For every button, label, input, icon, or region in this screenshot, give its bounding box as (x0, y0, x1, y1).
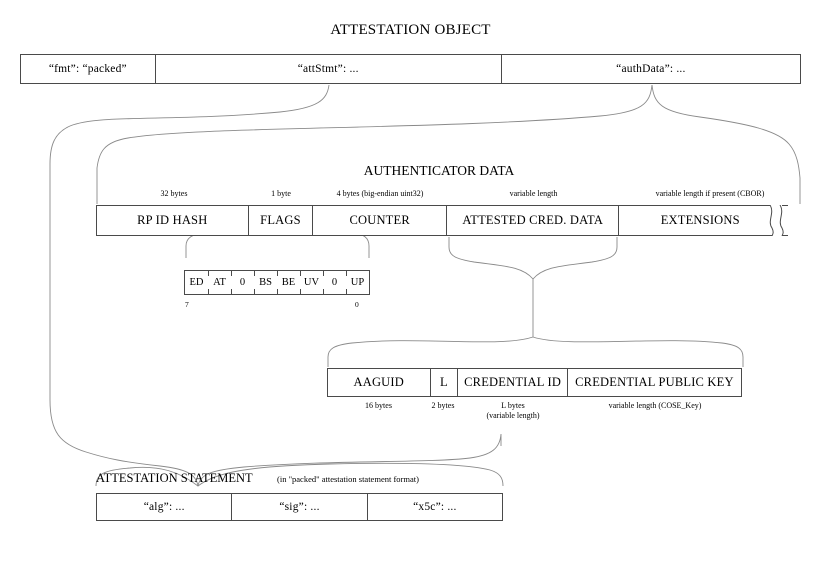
field-attested-cred-data-label: ATTESTED CRED. DATA (462, 213, 604, 227)
flag-bit-uv-label: UV (303, 277, 320, 288)
field-extensions[interactable]: EXTENSIONS (619, 206, 781, 235)
flags-byte-box: ED AT 0 BS BE UV 0 UP (184, 270, 370, 295)
field-attested-cred-data[interactable]: ATTESTED CRED. DATA (447, 206, 620, 235)
field-alg-label: “alg”: ... (143, 501, 185, 513)
attestation-statement-note: (in "packed" attestation statement forma… (277, 474, 419, 484)
field-authdata[interactable]: “authData”: ... (502, 55, 800, 83)
connector-acd-brace-top (448, 237, 618, 280)
field-authdata-label: “authData”: ... (616, 63, 686, 75)
flags-lsb-index: 0 (355, 300, 359, 309)
size-note-rpidhash: 32 bytes (160, 189, 188, 198)
field-rp-id-hash[interactable]: RP ID HASH (97, 206, 249, 235)
size-note-attested-cred-data: variable length (509, 189, 558, 198)
size-note-credential-id-line2: (variable length) (486, 411, 540, 420)
field-x5c[interactable]: “x5c”: ... (368, 494, 502, 520)
truncation-break-icon (766, 205, 788, 236)
field-credential-id[interactable]: CREDENTIAL ID (458, 369, 568, 396)
page-title: ATTESTATION OBJECT (330, 22, 491, 38)
field-sig[interactable]: “sig”: ... (232, 494, 368, 520)
field-alg[interactable]: “alg”: ... (97, 494, 233, 520)
flag-bit-be-label: BE (281, 277, 296, 288)
flag-bit-rfu1[interactable]: 0 (322, 271, 346, 294)
size-note-credential-id-length: 2 bytes (431, 401, 455, 410)
field-attstmt-label: “attStmt”: ... (297, 63, 359, 75)
attested-credential-data-row: AAGUID L CREDENTIAL ID CREDENTIAL PUBLIC… (327, 368, 742, 397)
authenticator-data-row: RP ID HASH FLAGS COUNTER ATTESTED CRED. … (96, 205, 782, 236)
flag-bit-up-label: UP (350, 277, 365, 288)
connector-authdata-right (651, 84, 801, 204)
size-note-flags: 1 byte (271, 189, 291, 198)
field-credential-id-length[interactable]: L (431, 369, 459, 396)
flag-bit-ed[interactable]: ED (185, 271, 208, 294)
flag-bit-uv[interactable]: UV (299, 271, 323, 294)
field-sig-label: “sig”: ... (279, 501, 320, 513)
flag-bit-up[interactable]: UP (345, 271, 369, 294)
size-note-credential-id: L bytes (variable length) (458, 401, 568, 421)
flag-bit-ed-label: ED (189, 277, 204, 288)
field-aaguid-label: AAGUID (353, 375, 404, 389)
field-credential-id-length-label: L (440, 375, 448, 389)
attestation-statement-row: “alg”: ... “sig”: ... “x5c”: ... (96, 493, 503, 521)
flag-bit-at-label: AT (213, 277, 226, 288)
connector-acd-brace-bottom (327, 336, 744, 367)
field-x5c-label: “x5c”: ... (413, 501, 457, 513)
flag-bit-rfu2[interactable]: 0 (230, 271, 254, 294)
connector-authdata-left (96, 84, 653, 204)
attestation-statement-title: ATTESTATION STATEMENT (96, 471, 253, 485)
size-note-aaguid: 16 bytes (365, 401, 392, 410)
size-note-credential-id-line1: L bytes (501, 401, 525, 410)
flag-bit-at[interactable]: AT (207, 271, 231, 294)
flag-bit-bs-label: BS (259, 277, 272, 288)
field-rp-id-hash-label: RP ID HASH (137, 213, 208, 227)
flag-bit-be[interactable]: BE (276, 271, 300, 294)
authenticator-data-title: AUTHENTICATOR DATA (363, 163, 515, 178)
flags-msb-index: 7 (185, 300, 189, 309)
field-credential-id-label: CREDENTIAL ID (464, 375, 562, 389)
flag-bit-rfu1-label: 0 (331, 277, 338, 288)
size-note-credential-public-key: variable length (COSE_Key) (608, 401, 702, 410)
field-counter-label: COUNTER (349, 213, 410, 227)
field-extensions-label: EXTENSIONS (660, 213, 740, 227)
size-note-extensions: variable length if present (CBOR) (655, 189, 765, 198)
attestation-object-row: “fmt”: “packed” “attStmt”: ... “authData… (20, 54, 801, 84)
field-credential-public-key[interactable]: CREDENTIAL PUBLIC KEY (568, 369, 741, 396)
field-fmt-label: “fmt”: “packed” (48, 63, 127, 75)
flag-bit-bs[interactable]: BS (253, 271, 277, 294)
field-flags[interactable]: FLAGS (249, 206, 314, 235)
flag-bit-rfu2-label: 0 (239, 277, 246, 288)
field-credential-public-key-label: CREDENTIAL PUBLIC KEY (575, 375, 734, 389)
field-aaguid[interactable]: AAGUID (328, 369, 431, 396)
field-counter[interactable]: COUNTER (313, 206, 447, 235)
field-attstmt[interactable]: “attStmt”: ... (156, 55, 502, 83)
size-note-counter: 4 bytes (big-endian uint32) (336, 189, 424, 198)
field-flags-label: FLAGS (260, 213, 301, 227)
field-fmt[interactable]: “fmt”: “packed” (21, 55, 156, 83)
